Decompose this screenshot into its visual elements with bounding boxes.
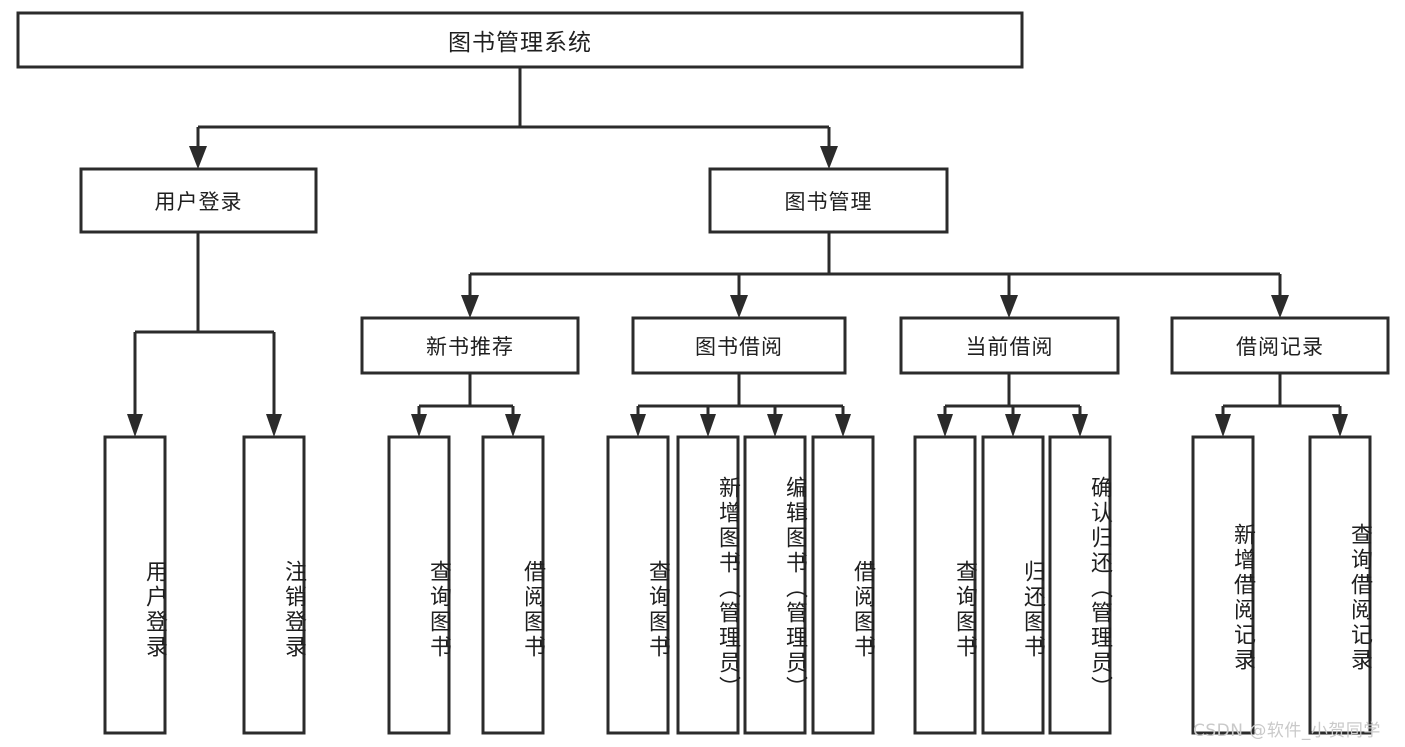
arrowhead-book-borrow [730, 295, 748, 318]
node-box-leaf-query-book-recommend[interactable] [387, 435, 451, 735]
arrowhead-leaf-borrow-book [835, 414, 851, 437]
node-box-current-borrow[interactable] [899, 316, 1120, 375]
node-box-new-book-recommend[interactable] [360, 316, 580, 375]
node-box-leaf-query-book-borrow[interactable] [606, 435, 670, 735]
arrowhead-leaf-query-borrow-record [1332, 414, 1348, 437]
arrowhead-leaf-query-book-recommend [411, 414, 427, 437]
node-box-layer [16, 11, 1390, 735]
arrowhead-leaf-return-book [1005, 414, 1021, 437]
arrowhead-leaf-query-book-borrow [630, 414, 646, 437]
node-box-book-management[interactable] [708, 167, 949, 234]
node-box-leaf-confirm-return[interactable] [1048, 435, 1112, 735]
arrowhead-leaf-user-logout [266, 414, 282, 437]
connector-layer [127, 67, 1348, 437]
arrowhead-current-borrow [1000, 295, 1018, 318]
node-box-borrow-record[interactable] [1170, 316, 1390, 375]
node-box-leaf-add-book[interactable] [676, 435, 740, 735]
arrowhead-leaf-add-borrow-record [1215, 414, 1231, 437]
node-box-root[interactable] [16, 11, 1024, 69]
node-box-leaf-add-borrow-record[interactable] [1191, 435, 1255, 735]
arrowhead-leaf-borrow-book-recommend [505, 414, 521, 437]
arrowhead-book-management [820, 146, 838, 169]
node-box-user-login[interactable] [79, 167, 318, 234]
node-box-leaf-user-logout[interactable] [242, 435, 306, 735]
arrowhead-leaf-add-book [700, 414, 716, 437]
node-box-book-borrow[interactable] [631, 316, 847, 375]
node-box-leaf-return-book[interactable] [981, 435, 1045, 735]
arrowhead-leaf-query-book-current [937, 414, 953, 437]
node-box-leaf-borrow-book[interactable] [811, 435, 875, 735]
arrowhead-leaf-edit-book [767, 414, 783, 437]
node-box-leaf-user-login[interactable] [103, 435, 167, 735]
arrowhead-new-book-recommend [461, 295, 479, 318]
node-box-leaf-borrow-book-recommend[interactable] [481, 435, 545, 735]
node-box-leaf-edit-book[interactable] [743, 435, 807, 735]
arrowhead-leaf-user-login [127, 414, 143, 437]
arrowhead-user-login [189, 146, 207, 169]
arrowhead-borrow-record [1271, 295, 1289, 318]
csdn-watermark: CSDN @软件_小贺同学 [1193, 721, 1381, 741]
arrowhead-leaf-confirm-return [1072, 414, 1088, 437]
node-box-leaf-query-book-current[interactable] [913, 435, 977, 735]
node-box-leaf-query-borrow-record[interactable] [1308, 435, 1372, 735]
